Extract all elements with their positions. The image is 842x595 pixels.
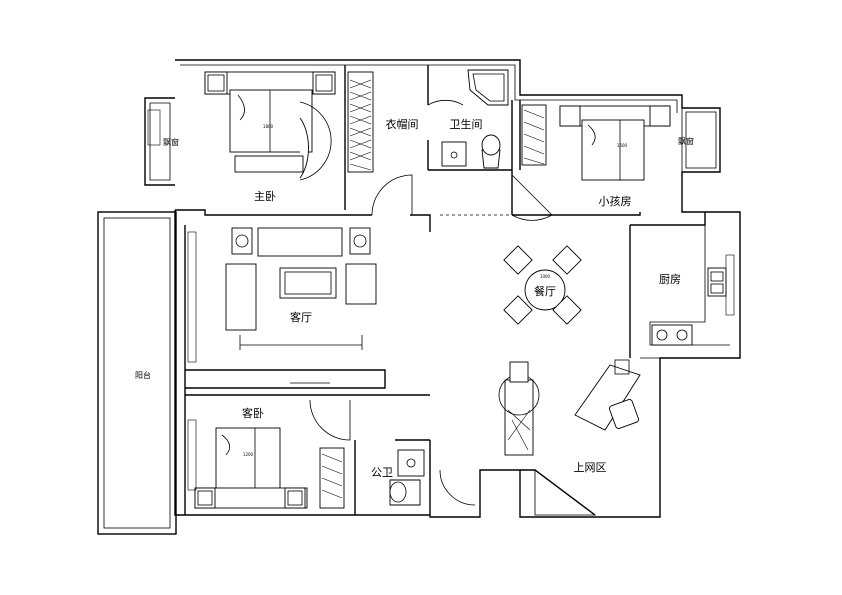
master-bedroom-furniture: [147, 71, 336, 181]
bathroom-fixtures: [441, 69, 509, 169]
public-bathroom-fixtures: [389, 449, 425, 506]
label-public-bathroom: 公卫: [371, 466, 393, 479]
label-dining-room: 餐厅: [534, 284, 556, 298]
dining-furniture: [503, 245, 582, 325]
kitchen-furniture: [649, 225, 735, 346]
label-master-bedroom: 主卧: [254, 190, 276, 203]
dimension-labels: 1800 1500 1200 1000: [243, 124, 628, 457]
label-bathroom: 卫生间: [450, 117, 483, 131]
living-room-furniture: [187, 227, 377, 384]
label-guest-bedroom: 客卧: [242, 406, 264, 420]
label-walk-in-closet: 衣帽间: [386, 117, 419, 131]
label-bay-window-right: 飘窗: [678, 136, 694, 146]
internet-area-furniture: [498, 359, 641, 516]
outer-walls: [97, 59, 741, 535]
dim-guest-bed: 1200: [243, 452, 254, 457]
label-kids-room: 小孩房: [599, 195, 632, 208]
dim-dining-table: 1000: [540, 274, 551, 279]
label-balcony: 阳台: [135, 370, 151, 380]
label-living-room: 客厅: [290, 310, 312, 324]
label-kitchen: 厨房: [659, 273, 681, 286]
kids-room-furniture: [521, 104, 671, 181]
room-labels: 主卧 衣帽间 卫生间 小孩房 飘窗 飘窗 客厅 餐厅 厨房 客卧 公卫 上网区 …: [135, 117, 694, 479]
doors: [309, 99, 553, 506]
dim-kids-bed: 1500: [617, 143, 628, 148]
label-internet-area: 上网区: [574, 461, 607, 474]
label-bay-window-left: 飘窗: [163, 137, 179, 147]
dim-master-bed: 1800: [263, 124, 274, 129]
guest-bedroom-furniture: [187, 419, 345, 509]
closet-racks: [347, 71, 374, 173]
